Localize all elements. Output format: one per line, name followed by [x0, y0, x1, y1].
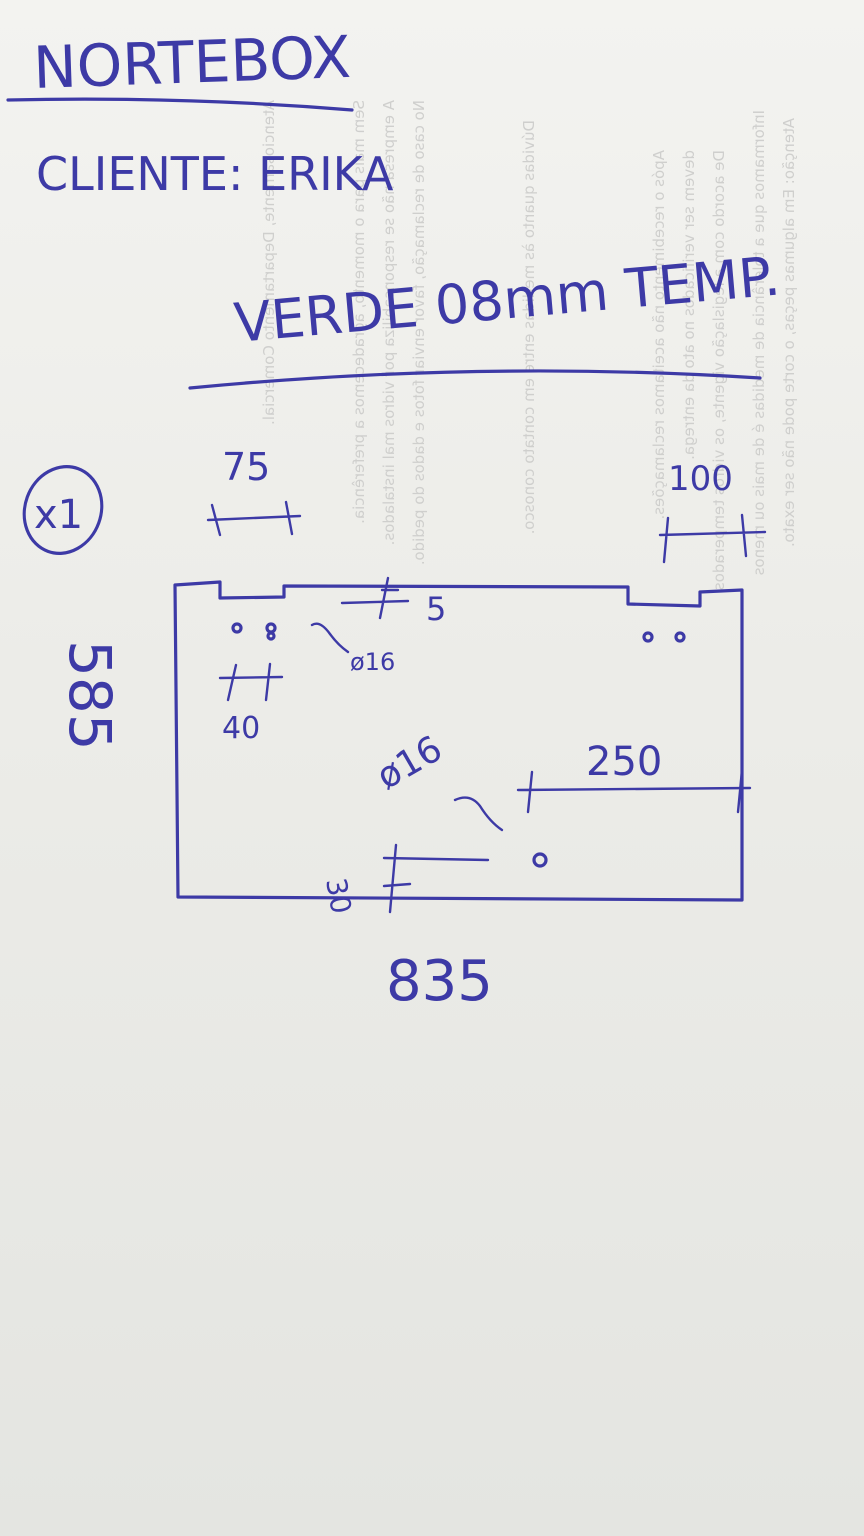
dim-line-notch-left	[206, 500, 302, 537]
dim-line-notch-right	[658, 513, 767, 564]
hole-right-1	[642, 631, 654, 643]
header-underline	[6, 97, 354, 112]
dim-hole-from-bottom: 30	[319, 875, 358, 916]
dim-notch-left: 75	[222, 445, 270, 489]
svg-text:Informamos que a tolerância de: Informamos que a tolerância de medidas é…	[750, 110, 768, 576]
hole-left-2	[265, 622, 277, 634]
svg-text:Atenção: Em algumas peças, o c: Atenção: Em algumas peças, o corte pode …	[780, 118, 798, 547]
svg-text:Após o recebimento não aceitam: Após o recebimento não aceitamos reclama…	[650, 150, 668, 520]
hole-right-2	[674, 631, 686, 643]
spec-underline	[188, 369, 762, 390]
hole-left-3	[266, 631, 276, 641]
svg-text:No caso de reclamação, favor e: No caso de reclamação, favor enviar foto…	[410, 100, 428, 565]
hole-left-1	[231, 622, 243, 634]
dim-edge-offset: 5	[426, 590, 446, 628]
svg-text:Sem mais para o momento, agrad: Sem mais para o momento, agradecemos a p…	[350, 100, 368, 524]
dim-hole-from-right: 250	[586, 739, 662, 785]
dim-line-edge	[340, 576, 410, 620]
dim-width: 835	[386, 949, 493, 1014]
dim-leader-center-hole	[453, 796, 504, 832]
dim-hole-spacing: 40	[222, 711, 260, 746]
dim-notch-right: 100	[668, 459, 733, 499]
dim-line-hole-spacing	[218, 662, 284, 702]
svg-text:A empresa não se responsabiliz: A empresa não se responsabiliza por vidr…	[380, 100, 398, 545]
dim-leader-small-hole	[310, 622, 350, 654]
svg-text:Atenciosamente, Departamento C: Atenciosamente, Departamento Comercial.	[260, 100, 278, 425]
glass-spec: VERDE 08mm TEMP.	[232, 244, 783, 354]
dim-line-hole-bottom	[382, 843, 490, 914]
dim-hole-small: ø16	[350, 648, 395, 676]
svg-text:Dúvidas quanto às medidas entr: Dúvidas quanto às medidas entre em conta…	[520, 120, 538, 534]
glass-panel-outline	[173, 580, 744, 902]
hole-center	[532, 852, 548, 868]
svg-text:De acordo com a legislação vig: De acordo com a legislação vigente, os v…	[710, 150, 728, 590]
dim-line-hole-right	[516, 768, 752, 814]
client-name: CLIENTE: ERIKA	[36, 147, 394, 201]
quantity-label: x1	[34, 492, 83, 538]
dim-height: 585	[56, 640, 124, 751]
dim-hole-center: ø16	[370, 728, 449, 797]
company-name: NORTEBOX	[32, 23, 352, 102]
svg-text:devem ser verificados no ato d: devem ser verificados no ato da entrega.	[680, 150, 698, 460]
quantity-circle	[22, 465, 104, 555]
